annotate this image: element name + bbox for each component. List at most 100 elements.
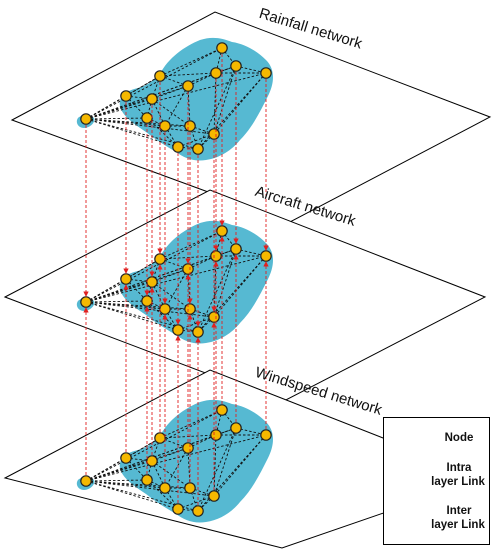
intra-link	[151, 268, 189, 283]
intra-link	[85, 301, 215, 318]
intra-link	[85, 117, 148, 120]
intra-link	[215, 427, 237, 436]
intra-link	[159, 409, 223, 439]
network-node	[192, 505, 204, 517]
intra-link	[85, 118, 215, 135]
intra-link	[215, 65, 237, 74]
intra-link	[197, 255, 267, 333]
legend-intra-label-1: Intra	[446, 462, 472, 474]
intra-link	[151, 281, 191, 310]
network-node	[216, 404, 228, 416]
intra-link	[85, 409, 223, 482]
intra-link	[151, 85, 189, 100]
intra-link	[197, 72, 267, 150]
network-node	[182, 80, 194, 92]
network-node	[172, 141, 184, 153]
intra-link	[151, 98, 191, 127]
network-node	[192, 143, 204, 155]
network-node	[210, 67, 222, 79]
intra-link	[197, 248, 237, 333]
legend-intra-label-2: layer Link	[431, 476, 485, 488]
intra-link	[213, 434, 217, 497]
intra-link	[159, 72, 217, 77]
network-node	[146, 93, 158, 105]
legend-inter-label-2: layer Link	[431, 519, 485, 531]
network-node	[120, 90, 132, 102]
intra-link	[213, 65, 237, 135]
intra-link	[213, 248, 237, 318]
network-node	[141, 474, 153, 486]
network-node	[146, 455, 158, 467]
network-node	[120, 452, 132, 464]
nodes-windspeed	[80, 404, 272, 517]
intra-link	[197, 434, 267, 512]
intra-link	[146, 117, 166, 127]
intra-link	[146, 98, 153, 119]
network-node	[120, 273, 132, 285]
network-node	[230, 60, 242, 72]
intra-link	[164, 85, 189, 127]
nodes-rainfall	[80, 42, 272, 155]
network-node	[192, 326, 204, 338]
network-node	[184, 482, 196, 494]
intra-link	[85, 47, 223, 120]
network-node	[159, 303, 171, 315]
intra-link	[151, 460, 191, 489]
intra-link	[85, 230, 223, 303]
network-node	[80, 113, 92, 125]
intra-link	[125, 437, 161, 459]
network-node	[230, 422, 242, 434]
intra-link	[85, 480, 191, 489]
network-node	[154, 253, 166, 265]
network-node	[216, 225, 228, 237]
network-node	[260, 429, 272, 441]
network-node	[146, 276, 158, 288]
intra-link	[146, 479, 166, 489]
intra-link	[85, 480, 215, 497]
network-node	[184, 120, 196, 132]
layer-aircraft	[3, 189, 487, 403]
intra-link	[177, 508, 199, 512]
network-node	[184, 303, 196, 315]
intra-link	[85, 301, 191, 310]
intra-link	[85, 255, 267, 303]
intra-link	[146, 460, 153, 481]
network-node	[80, 475, 92, 487]
layer-rainfall	[10, 11, 492, 223]
network-node	[141, 112, 153, 124]
intra-link	[213, 427, 237, 497]
intra-link	[85, 300, 148, 303]
intra-link	[159, 230, 223, 260]
intra-link	[151, 447, 189, 462]
network-node	[230, 243, 242, 255]
network-node	[182, 263, 194, 275]
network-node	[208, 311, 220, 323]
network-node	[172, 503, 184, 515]
network-node	[208, 490, 220, 502]
network-node	[208, 128, 220, 140]
network-node	[210, 250, 222, 262]
network-node	[159, 482, 171, 494]
intra-link	[146, 300, 166, 310]
legend-inter-label-1: Inter	[446, 505, 472, 517]
intra-link	[159, 47, 223, 77]
intra-link	[85, 434, 267, 482]
network-node	[159, 120, 171, 132]
network-node	[141, 295, 153, 307]
legend: Node Intra layer Link Inter layer Link	[383, 417, 490, 545]
intra-link	[164, 268, 189, 310]
network-node	[216, 42, 228, 54]
intra-link	[197, 65, 237, 150]
legend-node-label: Node	[444, 432, 474, 444]
network-node	[210, 429, 222, 441]
intra-link	[177, 133, 215, 148]
intra-link	[85, 72, 267, 120]
network-node	[154, 70, 166, 82]
network-node	[182, 442, 194, 454]
intra-link	[215, 248, 237, 257]
intra-link	[177, 495, 215, 510]
intra-link	[164, 447, 189, 489]
network-node	[154, 432, 166, 444]
intra-link	[197, 427, 237, 512]
